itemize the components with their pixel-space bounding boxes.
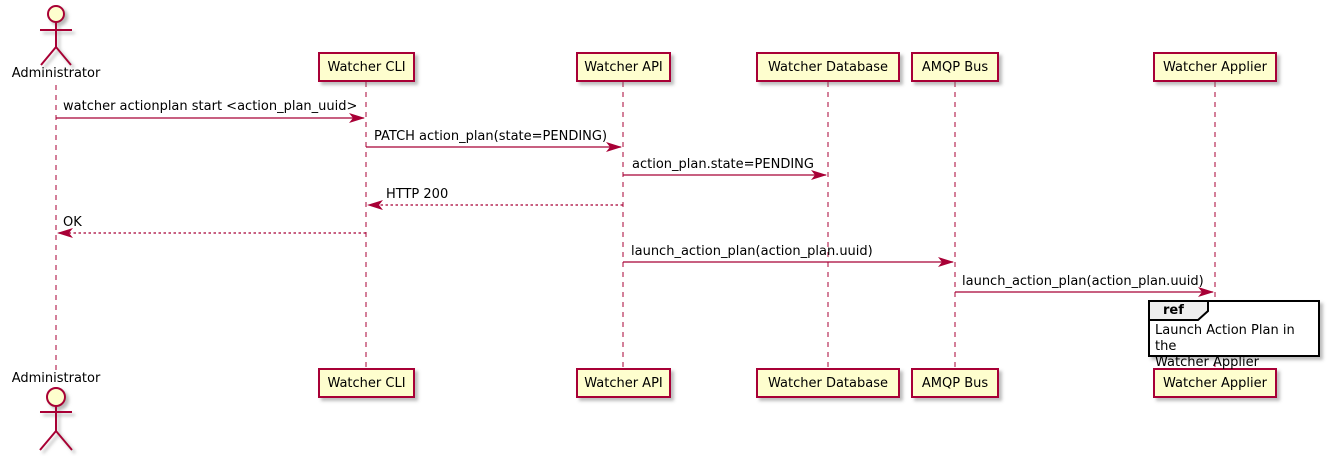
- participant-top-watcher-database: Watcher Database: [756, 52, 900, 82]
- message-label-4: HTTP 200: [386, 187, 449, 202]
- actor-figure-top-icon: [40, 5, 72, 66]
- ref-text-line-2: Watcher Applier: [1155, 355, 1259, 370]
- actor-label-top: Administrator: [11, 66, 101, 81]
- message-label-7: launch_action_plan(action_plan.uuid): [962, 274, 1204, 289]
- ref-text: Launch Action Plan in the Watcher Applie…: [1155, 323, 1318, 371]
- ref-tag-shape: [1148, 300, 1209, 321]
- message-label-3: action_plan.state=PENDING: [632, 157, 814, 172]
- participant-top-watcher-cli: Watcher CLI: [318, 52, 415, 82]
- participant-bottom-watcher-applier: Watcher Applier: [1153, 368, 1277, 398]
- message-label-5: OK: [63, 215, 82, 230]
- actor-label-bottom: Administrator: [11, 371, 101, 386]
- ref-keyword: ref: [1163, 303, 1184, 318]
- ref-text-line-1: Launch Action Plan in the: [1155, 323, 1295, 354]
- participant-bottom-amqp-bus: AMQP Bus: [911, 368, 999, 398]
- participant-bottom-watcher-cli: Watcher CLI: [318, 368, 415, 398]
- message-label-2: PATCH action_plan(state=PENDING): [374, 129, 608, 144]
- participant-bottom-watcher-database: Watcher Database: [756, 368, 900, 398]
- participant-bottom-watcher-api: Watcher API: [576, 368, 671, 398]
- participant-top-watcher-api: Watcher API: [576, 52, 671, 82]
- participant-top-watcher-applier: Watcher Applier: [1153, 52, 1277, 82]
- message-label-6: launch_action_plan(action_plan.uuid): [631, 244, 873, 259]
- ref-fragment: ref Launch Action Plan in the Watcher Ap…: [1148, 300, 1320, 370]
- message-label-1: watcher actionplan start <action_plan_uu…: [63, 99, 358, 114]
- participant-top-amqp-bus: AMQP Bus: [911, 52, 999, 82]
- actor-figure-bottom-icon: [39, 387, 73, 451]
